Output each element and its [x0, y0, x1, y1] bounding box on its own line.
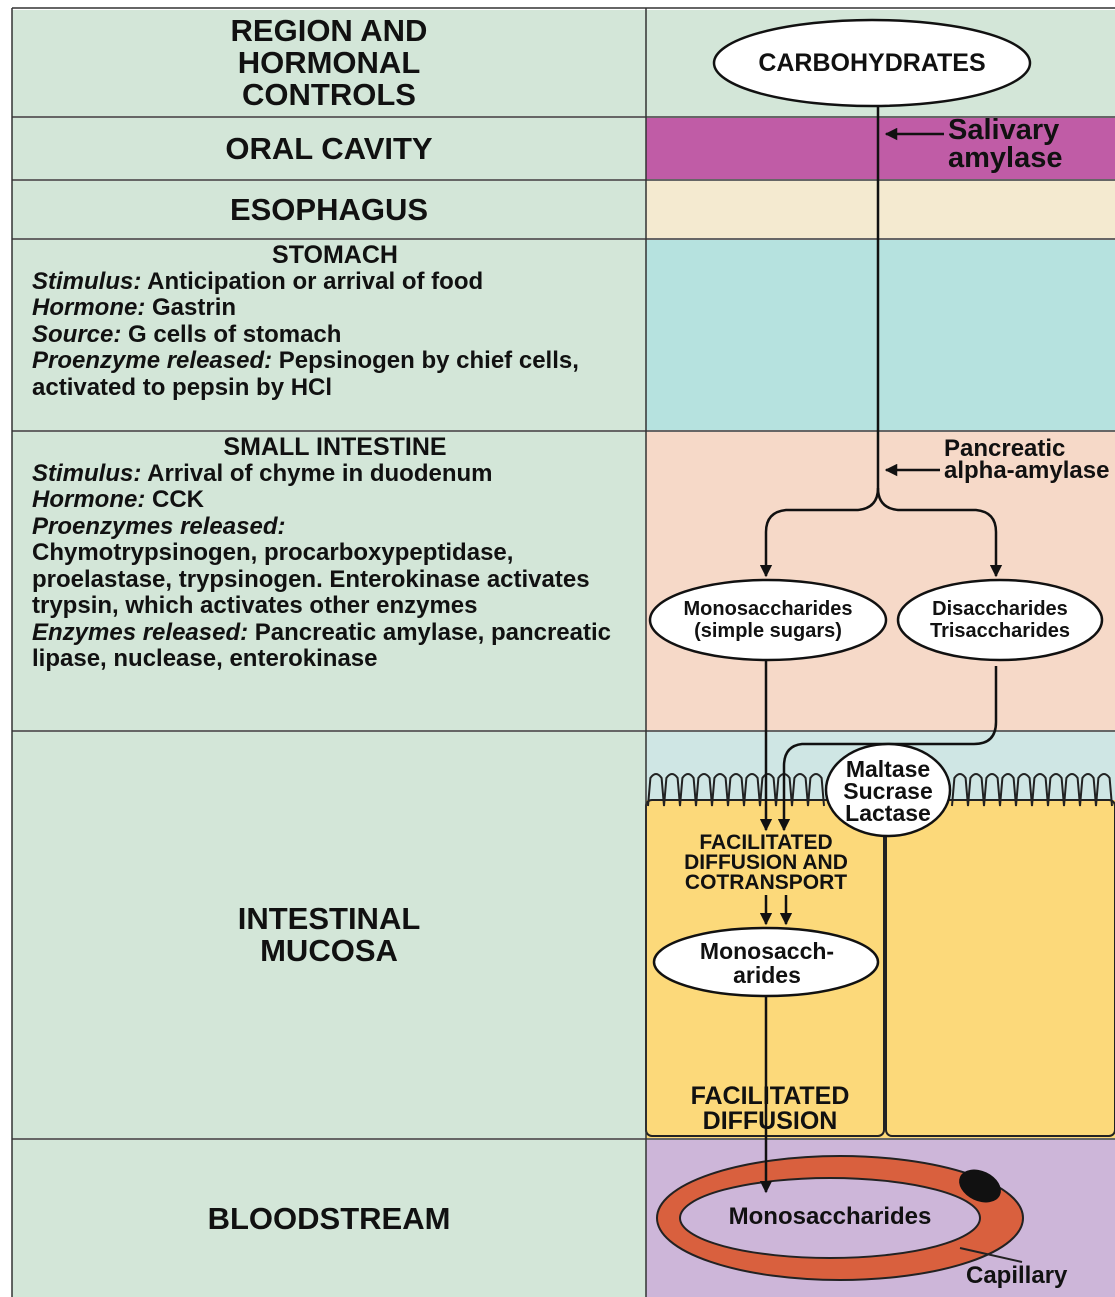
pancreatic-alpha-amylase-label: Pancreatic alpha-amylase [944, 438, 1114, 482]
monosaccharides-blood-label: Monosaccharides [680, 1200, 980, 1234]
stomach-band [646, 240, 1115, 430]
esophagus-band [646, 181, 1115, 238]
di-trisaccharides-label: Disaccharides Trisaccharides [900, 596, 1100, 644]
monosaccharides-simple-label: Monosaccharides (simple sugars) [652, 596, 884, 644]
capillary-label: Capillary [966, 1262, 1111, 1290]
brush-border-enzymes-label: Maltase Sucrase Lactase [828, 756, 948, 826]
monosaccharides-cell-label: Monosacch- arides [672, 938, 862, 988]
facilitated-diffusion-label: FACILITATED DIFFUSION [652, 1082, 888, 1136]
facilitated-diffusion-cotransport-label: FACILITATED DIFFUSION AND COTRANSPORT [648, 832, 884, 894]
carbohydrates-label: CARBOHYDRATES [714, 40, 1030, 86]
salivary-amylase-label: Salivary amylase [948, 116, 1113, 172]
